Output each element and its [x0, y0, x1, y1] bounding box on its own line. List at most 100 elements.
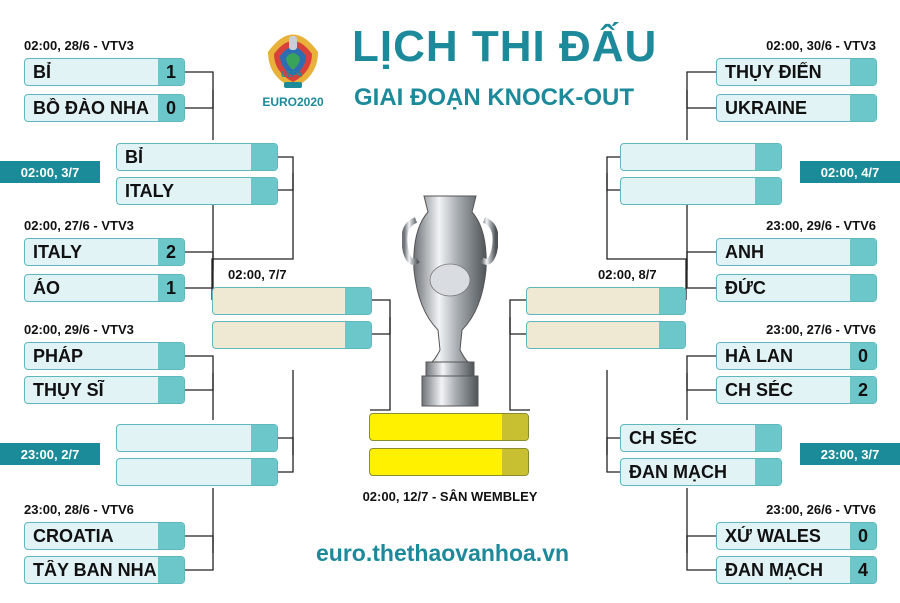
team-name: THỤY SĨ: [33, 379, 104, 400]
qf-time-badge: 02:00, 4/7: [800, 161, 900, 183]
team-score: 4: [850, 557, 876, 583]
team-score: 0: [850, 523, 876, 549]
team-name: BỈ: [125, 146, 143, 167]
team-name: TÂY BAN NHA: [33, 559, 157, 580]
team-slot: ITALY 2: [24, 238, 185, 266]
team-slot: UKRAINE: [716, 94, 877, 122]
team-score: 2: [158, 239, 184, 265]
qf-time-badge: 02:00, 3/7: [0, 161, 100, 183]
team-name: BỒ ĐÀO NHA: [33, 97, 149, 118]
logo-uefa-text: UEFA: [281, 70, 303, 79]
trophy-logo-icon: [268, 34, 318, 88]
team-name: ITALY: [33, 241, 83, 262]
team-slot: BỈ: [116, 143, 278, 171]
team-name: BỈ: [33, 61, 51, 82]
team-score: 0: [850, 343, 876, 369]
team-score: [251, 178, 277, 204]
match-time: 23:00, 26/6 - VTV6: [766, 502, 876, 517]
team-score: [659, 322, 685, 348]
team-score: [755, 144, 781, 170]
team-name: ITALY: [125, 180, 175, 201]
qf-time-badge: 23:00, 2/7: [0, 443, 100, 465]
team-slot: [526, 321, 686, 349]
team-slot: TÂY BAN NHA: [24, 556, 185, 584]
website-url: euro.thethaovanhoa.vn: [316, 540, 570, 566]
team-score: [850, 275, 876, 301]
match-time: 02:00, 30/6 - VTV3: [766, 38, 876, 53]
team-slot: THỤY SĨ: [24, 376, 185, 404]
page-subtitle: GIAI ĐOẠN KNOCK-OUT: [354, 84, 634, 111]
team-score: [251, 459, 277, 485]
team-slot: HÀ LAN 0: [716, 342, 877, 370]
match-time: 02:00, 27/6 - VTV3: [24, 218, 134, 233]
team-slot: CH SÉC 2: [716, 376, 877, 404]
final-info: 02:00, 12/7 - SÂN WEMBLEY: [362, 489, 538, 504]
team-slot: [116, 424, 278, 452]
team-score: [158, 523, 184, 549]
team-score: [755, 178, 781, 204]
team-score: [251, 425, 277, 451]
team-score: [502, 449, 528, 475]
page-title: LỊCH THI ĐẤU: [352, 22, 658, 71]
team-slot: XỨ WALES 0: [716, 522, 877, 550]
match-time: 02:00, 28/6 - VTV3: [24, 38, 134, 53]
team-slot: [212, 287, 372, 315]
team-score: [345, 322, 371, 348]
sf-time: 02:00, 7/7: [228, 267, 287, 282]
team-score: [158, 343, 184, 369]
team-score: [850, 239, 876, 265]
team-slot: BỒ ĐÀO NHA 0: [24, 94, 185, 122]
team-name: XỨ WALES: [725, 525, 821, 546]
team-name: ĐỨC: [725, 277, 766, 298]
team-slot: ITALY: [116, 177, 278, 205]
sf-time: 02:00, 8/7: [598, 267, 657, 282]
team-score: [158, 377, 184, 403]
team-slot: PHÁP: [24, 342, 185, 370]
team-score: [850, 95, 876, 121]
team-score: 2: [850, 377, 876, 403]
logo-euro-text: EURO2020: [262, 95, 324, 109]
team-slot: ĐAN MẠCH 4: [716, 556, 877, 584]
team-score: [158, 557, 184, 583]
team-slot: CROATIA: [24, 522, 185, 550]
team-score: 0: [158, 95, 184, 121]
team-score: 1: [158, 275, 184, 301]
team-score: 1: [158, 59, 184, 85]
team-slot: [620, 177, 782, 205]
team-name: ĐAN MẠCH: [725, 559, 823, 580]
team-name: CH SÉC: [725, 379, 794, 400]
team-name: PHÁP: [33, 345, 84, 366]
team-score: [755, 425, 781, 451]
team-slot: ĐỨC: [716, 274, 877, 302]
team-slot: [620, 143, 782, 171]
team-score: [659, 288, 685, 314]
team-name: ÁO: [33, 277, 60, 298]
team-name: HÀ LAN: [725, 345, 793, 366]
team-slot: [526, 287, 686, 315]
team-score: [345, 288, 371, 314]
team-slot: ANH: [716, 238, 877, 266]
team-name: CH SÉC: [629, 427, 698, 448]
match-time: 23:00, 28/6 - VTV6: [24, 502, 134, 517]
team-score: [850, 59, 876, 85]
team-name: CROATIA: [33, 525, 114, 546]
match-time: 23:00, 29/6 - VTV6: [766, 218, 876, 233]
team-score: [755, 459, 781, 485]
final-slot: [369, 413, 529, 441]
team-name: THỤY ĐIỂN: [725, 61, 822, 82]
team-slot: BỈ 1: [24, 58, 185, 86]
team-name: ĐAN MẠCH: [629, 461, 727, 482]
team-slot: [116, 458, 278, 486]
team-score: [251, 144, 277, 170]
team-score: [502, 414, 528, 440]
team-slot: [212, 321, 372, 349]
qf-time-badge: 23:00, 3/7: [800, 443, 900, 465]
trophy-icon: [402, 195, 498, 407]
final-slot: [369, 448, 529, 476]
euro2020-logo: [268, 34, 318, 88]
match-time: 23:00, 27/6 - VTV6: [766, 322, 876, 337]
team-name: UKRAINE: [725, 97, 808, 118]
team-slot: CH SÉC: [620, 424, 782, 452]
team-slot: ĐAN MẠCH: [620, 458, 782, 486]
